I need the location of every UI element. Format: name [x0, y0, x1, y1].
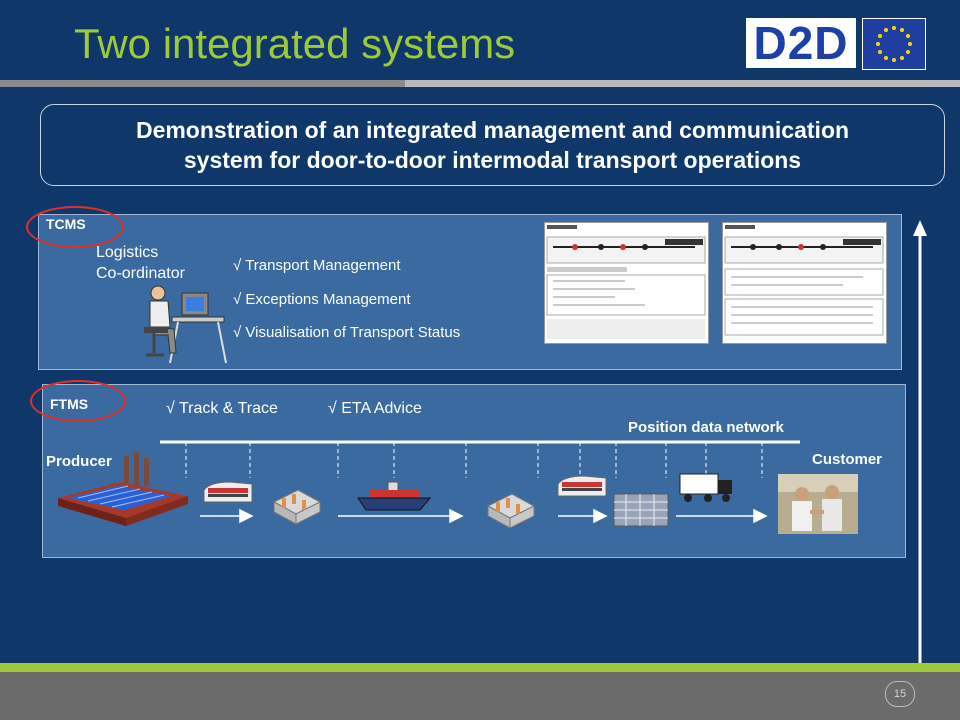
warehouse-icon — [613, 493, 669, 527]
tcms-screenshot-1 — [544, 222, 709, 344]
container-crane-icon-2 — [486, 493, 536, 529]
producer-label: Producer — [46, 453, 112, 470]
title-divider — [0, 80, 960, 87]
footer-bar — [0, 672, 960, 720]
ftms-tag: FTMS — [50, 396, 89, 412]
feature-visualisation: √ Visualisation of Transport Status — [233, 324, 461, 341]
train-icon — [203, 481, 253, 503]
position-data-network-label: Position data network — [628, 419, 784, 436]
customer-label: Customer — [812, 451, 883, 468]
subtitle-line-2: system for door-to-door intermodal trans… — [183, 147, 802, 173]
feature-exceptions-management: √ Exceptions Management — [233, 291, 411, 308]
feature-transport-management: √ Transport Management — [233, 257, 401, 274]
tcms-tag: TCMS — [46, 216, 86, 232]
flow-arrows — [200, 508, 768, 524]
role-line-1: Logistics — [96, 244, 159, 261]
page-number: 15 — [885, 681, 915, 707]
title-divider-accent — [0, 80, 405, 87]
train-icon-2 — [557, 475, 607, 497]
customer-handshake-photo — [778, 474, 858, 534]
container-crane-icon — [272, 489, 322, 525]
d2d-logo: D2D — [746, 18, 856, 68]
ftms-highlight-ring — [30, 380, 126, 422]
position-data-network-line — [160, 440, 800, 478]
subtitle-line-1: Demonstration of an integrated managemen… — [135, 117, 850, 143]
slide-title: Two integrated systems — [74, 20, 516, 67]
footer-accent-bar — [0, 663, 960, 672]
role-line-2: Co-ordinator — [96, 265, 185, 282]
tcms-screenshot-2 — [722, 222, 887, 344]
eu-flag-icon — [862, 18, 926, 70]
coordinator-at-desk-icon — [144, 285, 227, 364]
truck-icon — [679, 473, 732, 502]
vertical-arrow-icon — [913, 220, 927, 664]
subtitle-box: Demonstration of an integrated managemen… — [40, 104, 945, 186]
feature-eta-advice: √ ETA Advice — [328, 400, 422, 417]
container-ship-icon — [357, 481, 432, 511]
tcms-highlight-ring — [26, 206, 124, 248]
feature-track-trace: √ Track & Trace — [166, 400, 278, 417]
factory-icon — [58, 452, 188, 526]
